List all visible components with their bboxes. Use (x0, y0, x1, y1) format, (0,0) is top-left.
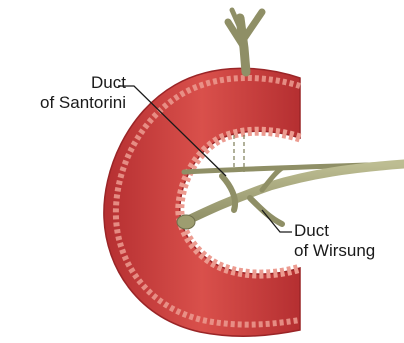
major-duodenal-papilla (177, 215, 195, 229)
bile-duct-branch-right (243, 12, 262, 40)
wirsung-label-line1: Duct (294, 221, 375, 241)
santorini-label-line2: of Santorini (4, 93, 126, 113)
duct-of-wirsung-label: Duct of Wirsung (294, 221, 375, 261)
santorini-label-line1: Duct (4, 73, 126, 93)
duodenum-inner-lining (180, 131, 300, 274)
duct-of-santorini-label: Duct of Santorini (4, 73, 126, 113)
duct-branch-lower (250, 198, 282, 224)
wirsung-label-line2: of Wirsung (294, 241, 375, 261)
duodenum-outer-wall (104, 68, 300, 336)
